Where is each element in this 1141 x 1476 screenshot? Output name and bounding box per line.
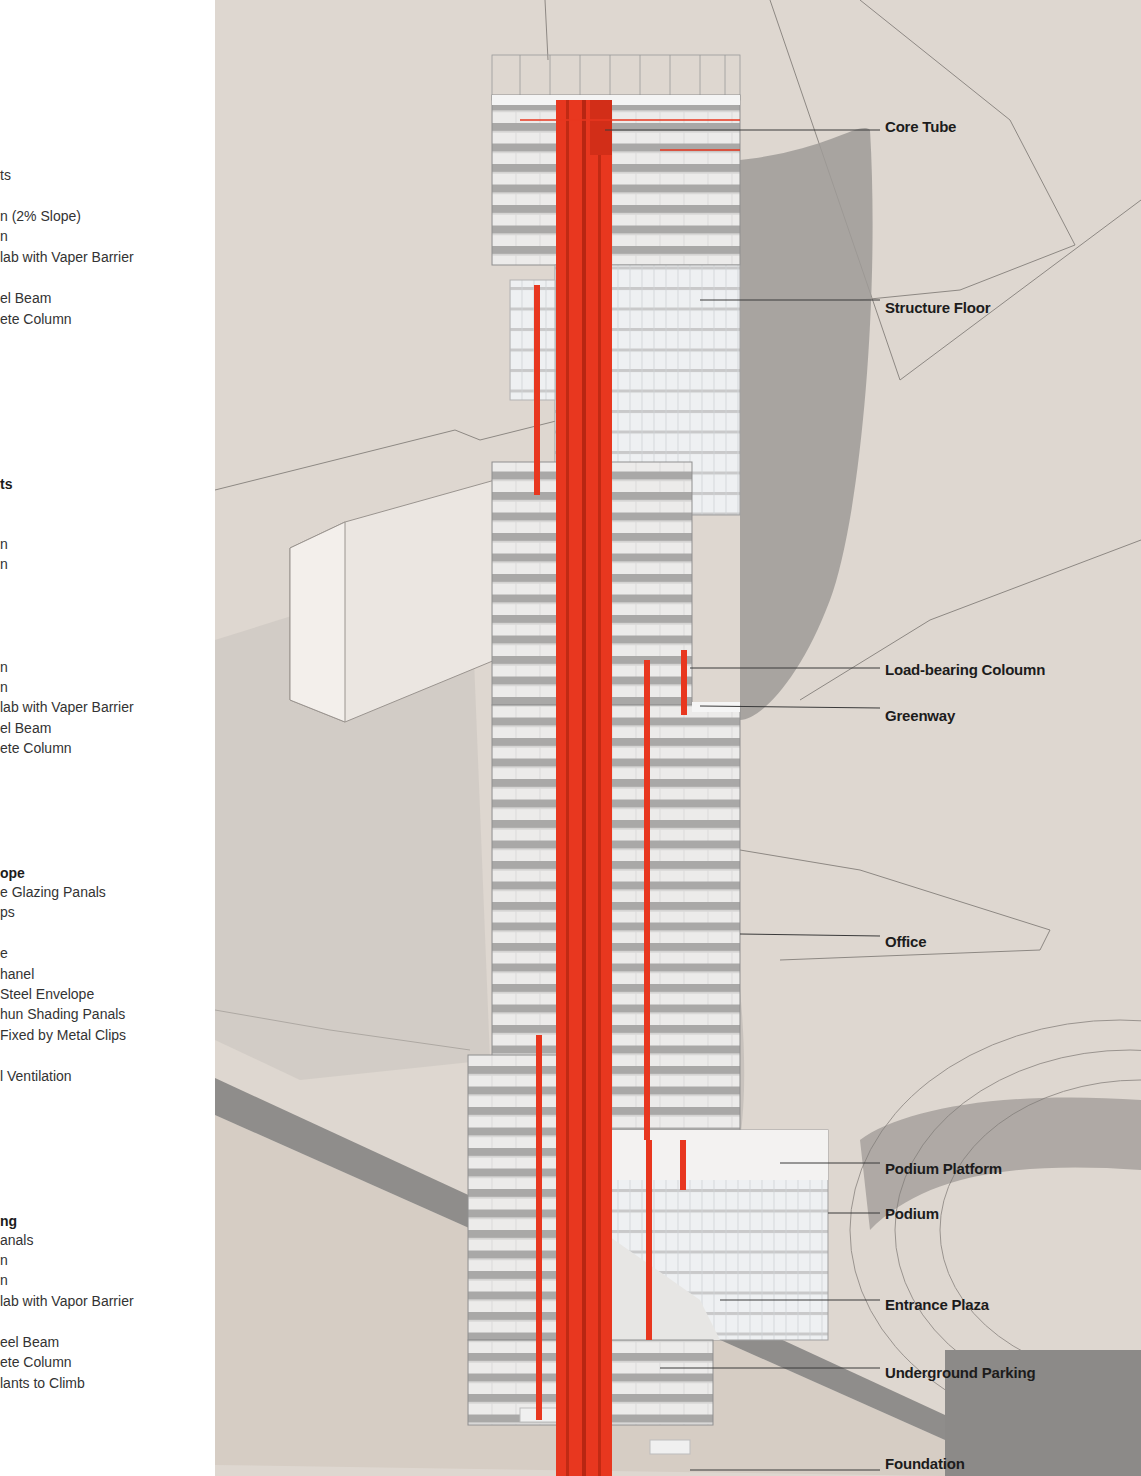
spec-text: lab with Vapor Barrier (0, 1292, 134, 1310)
callout-label: Core Tube (885, 118, 956, 136)
spec-text: lab with Vaper Barrier (0, 698, 134, 716)
spec-text: ps (0, 903, 15, 921)
spec-text: e (0, 944, 8, 962)
callout-label: Entrance Plaza (885, 1296, 989, 1314)
spec-text: l Ventilation (0, 1067, 72, 1085)
callout-label: Foundation (885, 1455, 965, 1473)
spec-text: ete Column (0, 310, 72, 328)
spec-text: el Beam (0, 289, 51, 307)
spec-text: el Beam (0, 719, 51, 737)
spec-text: n (0, 227, 8, 245)
spec-text: n (2% Slope) (0, 207, 81, 225)
callout-label: Underground Parking (885, 1364, 1035, 1382)
spec-text: hanel (0, 965, 34, 983)
callout-label: Load-bearing Coloumn (885, 661, 1045, 679)
spec-text: Fixed by Metal Clips (0, 1026, 126, 1044)
spec-text: ope (0, 864, 25, 882)
spec-text: ts (0, 166, 11, 184)
callout-label: Office (885, 933, 926, 951)
spec-text: ete Column (0, 739, 72, 757)
callout-label: Podium Platform (885, 1160, 1002, 1178)
spec-text: n (0, 535, 8, 553)
spec-text: eel Beam (0, 1333, 59, 1351)
spec-text: n (0, 678, 8, 696)
spec-text: hun Shading Panals (0, 1005, 125, 1023)
spec-text: Steel Envelope (0, 985, 94, 1003)
spec-text: n (0, 1271, 8, 1289)
spec-text: lants to Climb (0, 1374, 85, 1392)
spec-text: ng (0, 1212, 17, 1230)
spec-text: anals (0, 1231, 33, 1249)
callout-label: Podium (885, 1205, 939, 1223)
spec-text: n (0, 1251, 8, 1269)
spec-text: e Glazing Panals (0, 883, 106, 901)
callout-label: Structure Floor (885, 299, 990, 317)
spec-text: n (0, 658, 8, 676)
callout-label: Greenway (885, 707, 955, 725)
spec-text: lab with Vaper Barrier (0, 248, 134, 266)
spec-text: n (0, 555, 8, 573)
spec-text: ts (0, 475, 12, 493)
spec-text: ete Column (0, 1353, 72, 1371)
